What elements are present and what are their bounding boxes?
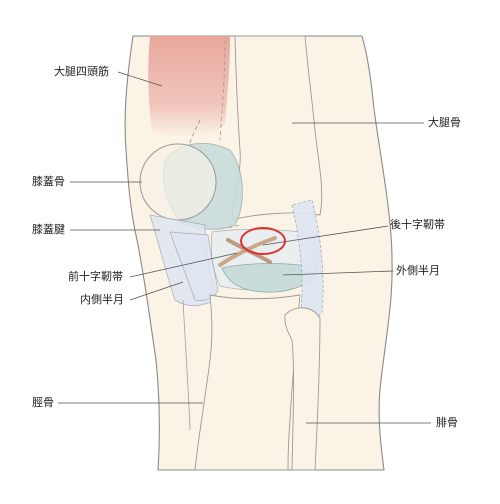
leader-pcl (262, 225, 389, 246)
label-femur: 大腿骨 (428, 116, 461, 129)
fibula-bone (284, 307, 321, 471)
label-medial-meniscus: 内側半月 (80, 293, 124, 306)
shin-contour (182, 299, 191, 431)
leader-acl (129, 252, 238, 278)
leader-lateral-meniscus (282, 270, 394, 276)
label-quadriceps: 大腿四頭筋 (54, 65, 109, 78)
medial-meniscus-shape (169, 231, 219, 301)
tibia-bone (194, 294, 301, 471)
label-patella: 膝蓋骨 (32, 175, 65, 188)
leader-quadriceps (117, 71, 163, 87)
femur-bone (231, 35, 323, 221)
label-patellar-tendon: 膝蓋腱 (32, 223, 65, 236)
leader-lines (58, 71, 431, 424)
quadriceps-muscle (148, 36, 230, 137)
patella-bone (139, 143, 217, 221)
label-fibula: 腓骨 (436, 416, 458, 429)
label-acl: 前十字靭帯 (68, 270, 123, 283)
leader-medial-meniscus (129, 281, 184, 301)
label-pcl: 後十字靭帯 (390, 218, 445, 231)
pcl-highlight-circle (240, 227, 286, 255)
label-lateral-meniscus: 外側半月 (396, 264, 440, 277)
label-tibia: 脛骨 (32, 396, 54, 409)
